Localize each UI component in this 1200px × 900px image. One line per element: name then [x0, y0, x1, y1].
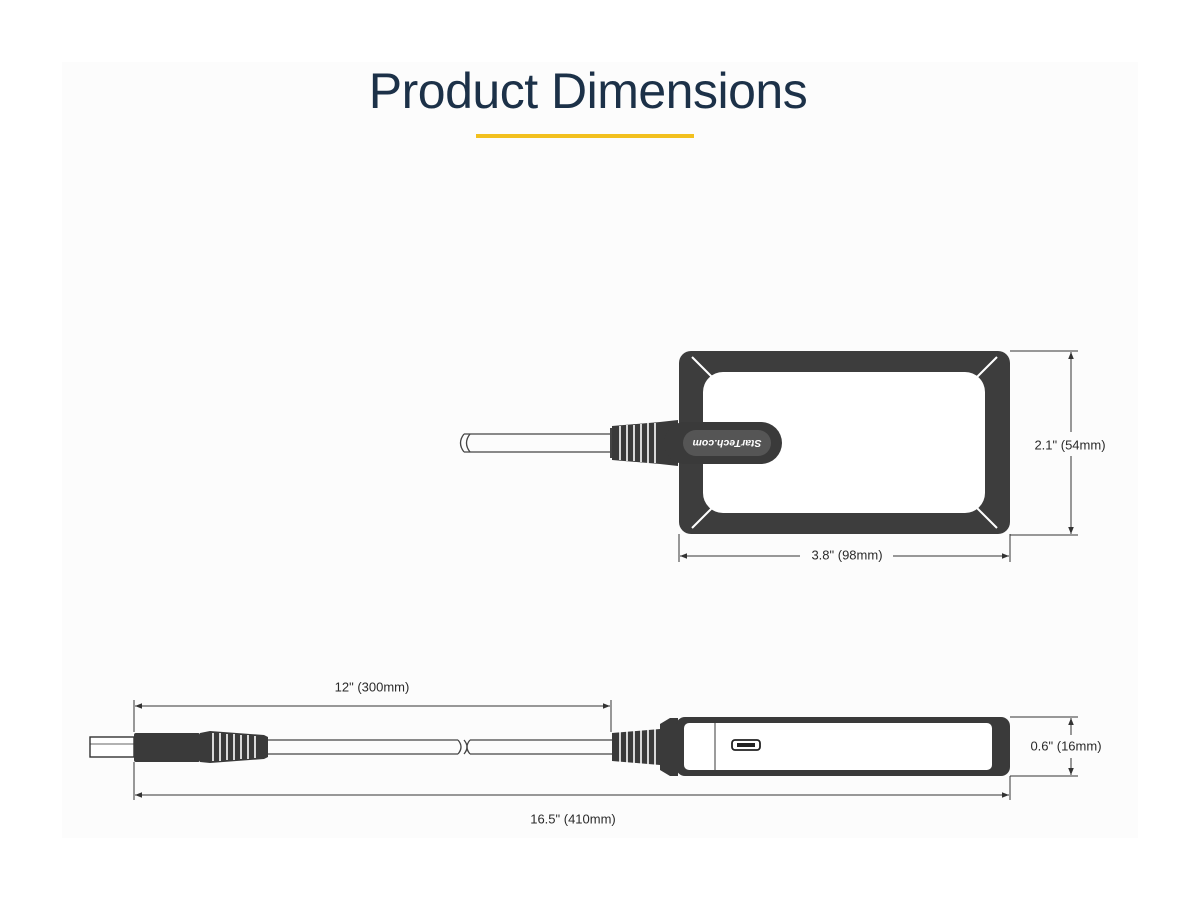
top-width-dimension: 3.8" (98mm)	[678, 534, 1011, 562]
side-height-dimension: 0.6" (16mm)	[1010, 716, 1102, 777]
side-cable	[268, 739, 612, 755]
top-view: StarTech.com 3.8" (98mm) 2.1" (54mm)	[459, 350, 1106, 562]
top-cable	[459, 433, 612, 453]
usb-connector	[89, 731, 268, 763]
cable-length-dimension: 12" (300mm)	[133, 679, 612, 732]
side-height-label: 0.6" (16mm)	[1030, 738, 1101, 753]
top-height-label: 2.1" (54mm)	[1034, 437, 1105, 452]
top-strain-relief	[610, 420, 678, 466]
side-strain-relief	[612, 718, 678, 776]
side-device-body	[676, 717, 1010, 776]
side-view: 12" (300mm) 0.6" (16mm) 16.5" (410mm)	[89, 679, 1102, 826]
page-title: Product Dimensions	[368, 63, 808, 119]
title-underline	[476, 134, 694, 138]
top-height-dimension: 2.1" (54mm)	[1010, 350, 1106, 536]
top-width-label: 3.8" (98mm)	[811, 547, 882, 562]
total-length-label: 16.5" (410mm)	[530, 811, 616, 826]
device-logo: StarTech.com	[692, 437, 761, 449]
total-length-dimension: 16.5" (410mm)	[133, 762, 1011, 826]
top-device-body: StarTech.com	[664, 351, 1010, 534]
cable-length-label: 12" (300mm)	[335, 679, 410, 694]
